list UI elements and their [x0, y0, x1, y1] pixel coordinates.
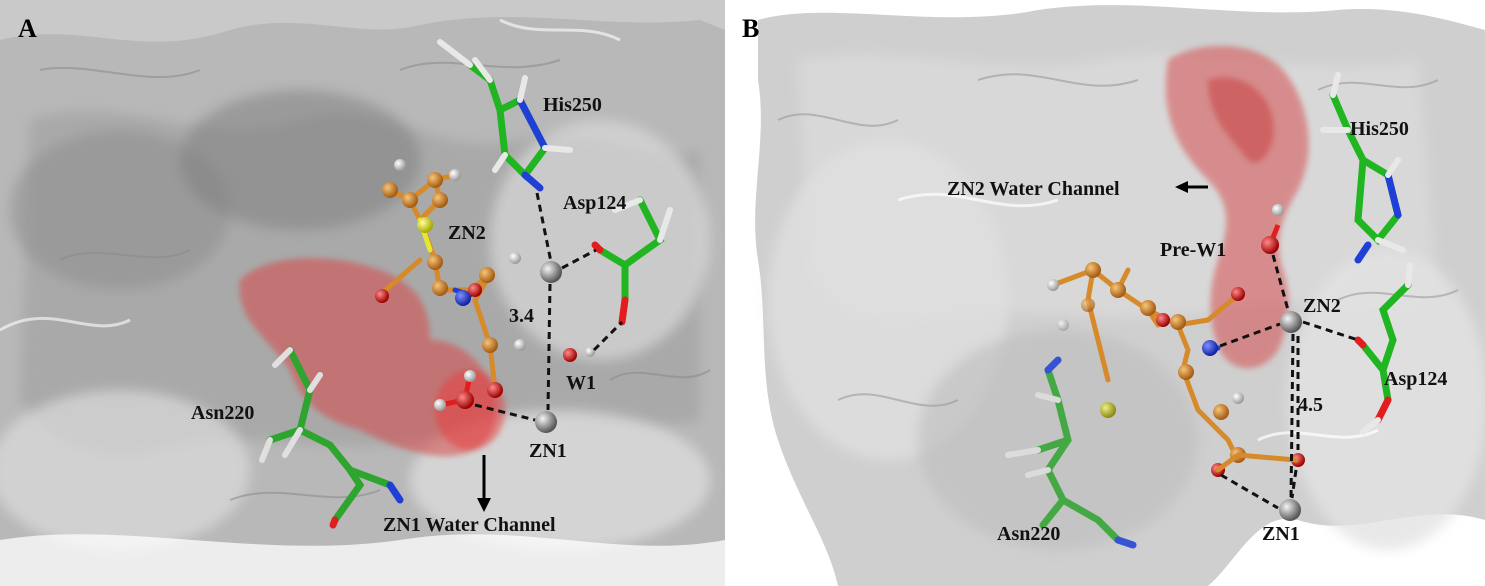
panel-b-molecular-render — [738, 0, 1485, 586]
label-pre-w1: Pre-W1 — [1160, 239, 1227, 261]
label-zn2: ZN2 — [448, 222, 486, 244]
his250-residue — [437, 39, 573, 192]
water-molecules — [434, 347, 595, 411]
panel-a-molecular-render — [0, 0, 725, 586]
label-asp124: Asp124 — [1384, 368, 1448, 390]
sulfur-atom — [417, 217, 433, 233]
label-w1: W1 — [566, 372, 596, 394]
asn220-residue — [259, 346, 404, 529]
w1-oxygen — [563, 348, 577, 362]
label-distance: 4.5 — [1298, 394, 1323, 416]
label-his250: His250 — [543, 94, 602, 116]
asp124-residue — [591, 196, 673, 326]
panel-letter: A — [18, 14, 37, 43]
panel-a: A His250 Asp124 ZN2 3.4 W1 Asn220 ZN1 ZN… — [0, 0, 725, 586]
panel-b: B His250 ZN2 Water Channel Pre-W1 ZN2 As… — [738, 0, 1485, 586]
zinc-ions — [535, 261, 562, 433]
label-his250: His250 — [1350, 118, 1409, 140]
sulfur-atom — [1100, 402, 1116, 418]
nitrogen-atom — [455, 290, 471, 306]
pre-w1-water — [1261, 204, 1284, 254]
panel-letter: B — [742, 14, 760, 43]
label-distance: 3.4 — [509, 305, 534, 327]
label-zn2: ZN2 — [1303, 295, 1341, 317]
zn1-atom — [535, 411, 557, 433]
ligand — [1047, 262, 1305, 477]
coordination-bonds — [1219, 254, 1359, 510]
zn2-water-channel-surface — [1165, 46, 1309, 369]
zn2-atom — [540, 261, 562, 283]
coordination-bonds — [474, 192, 624, 422]
label-zn2-water-channel: ZN2 Water Channel — [947, 178, 1120, 200]
label-asp124: Asp124 — [563, 192, 627, 214]
channel-arrow — [1175, 181, 1208, 193]
asn220-residue — [1005, 356, 1137, 549]
label-zn1: ZN1 — [529, 440, 567, 462]
zinc-ions — [1279, 311, 1302, 521]
protein-surface — [0, 0, 725, 586]
label-asn220: Asn220 — [997, 523, 1061, 545]
label-zn1: ZN1 — [1262, 523, 1300, 545]
his250-residue — [1320, 72, 1406, 264]
asp124-residue — [1354, 262, 1413, 435]
nitrogen-atom — [1202, 340, 1218, 356]
label-zn1-water-channel: ZN1 Water Channel — [383, 514, 556, 536]
zn2-atom — [1280, 311, 1302, 333]
label-asn220: Asn220 — [191, 402, 255, 424]
channel-arrow — [477, 455, 491, 512]
ligand — [375, 159, 526, 398]
zn1-atom — [1279, 499, 1301, 521]
